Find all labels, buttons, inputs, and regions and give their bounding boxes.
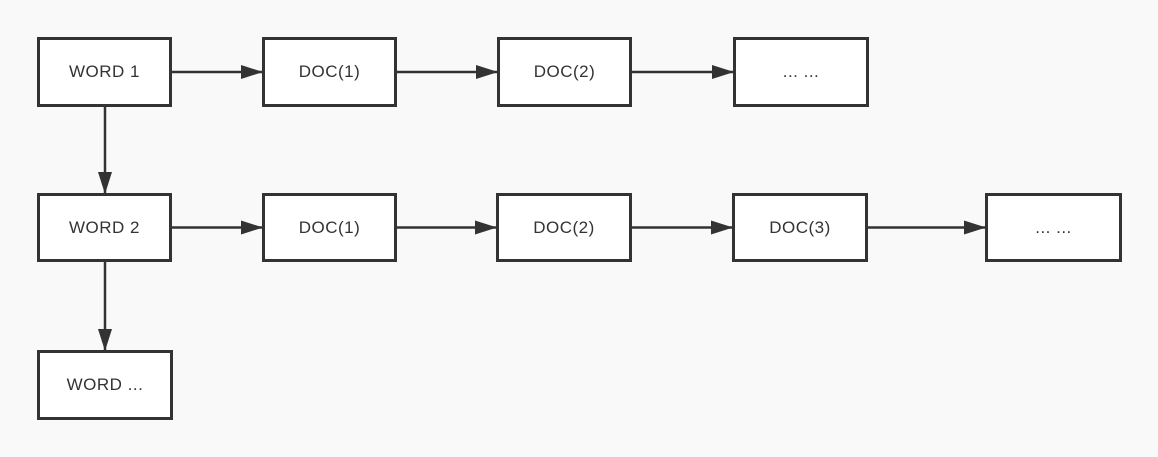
node-doc-1-1-label: DOC(1) <box>298 62 361 81</box>
node-ellipsis-2: ... ... <box>985 193 1122 262</box>
node-ellipsis-1-label: ... ... <box>782 62 820 81</box>
node-doc-2-1-label: DOC(1) <box>298 217 361 237</box>
node-doc-2-2: DOC(2) <box>496 193 632 262</box>
node-doc-1-2-label: DOC(2) <box>533 62 596 81</box>
node-word-more-label: WORD ... <box>66 375 144 394</box>
node-doc-2-3-label: DOC(3) <box>769 217 831 237</box>
node-doc-1-1: DOC(1) <box>262 37 397 107</box>
node-word-2-label: WORD 2 <box>69 217 140 237</box>
node-word-2: WORD 2 <box>37 193 172 262</box>
node-doc-2-3: DOC(3) <box>732 193 868 262</box>
node-word-more: WORD ... <box>37 350 173 420</box>
node-ellipsis-2-label: ... ... <box>1035 217 1072 237</box>
node-doc-1-2: DOC(2) <box>497 37 632 107</box>
node-word-1: WORD 1 <box>37 37 172 107</box>
node-word-1-label: WORD 1 <box>69 62 140 81</box>
node-doc-2-2-label: DOC(2) <box>533 217 595 237</box>
node-doc-2-1: DOC(1) <box>262 193 397 262</box>
node-ellipsis-1: ... ... <box>733 37 869 107</box>
